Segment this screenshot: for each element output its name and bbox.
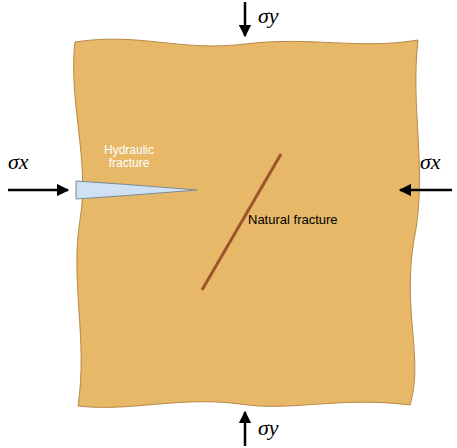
stress-symbol: σx (8, 150, 29, 174)
stress-arrow (400, 189, 452, 192)
stress-arrow (244, 412, 247, 446)
stress-symbol: σx (420, 150, 441, 174)
stress-arrow (8, 189, 68, 192)
stress-symbol: σy (258, 4, 279, 28)
fracture-label: Hydraulic fracture (98, 144, 160, 170)
rock-block (74, 39, 420, 407)
hydraulic-fracture (76, 181, 197, 199)
fracture-label: Natural fracture (248, 213, 338, 227)
stress-arrow (244, 2, 247, 36)
stress-symbol: σy (258, 416, 279, 440)
